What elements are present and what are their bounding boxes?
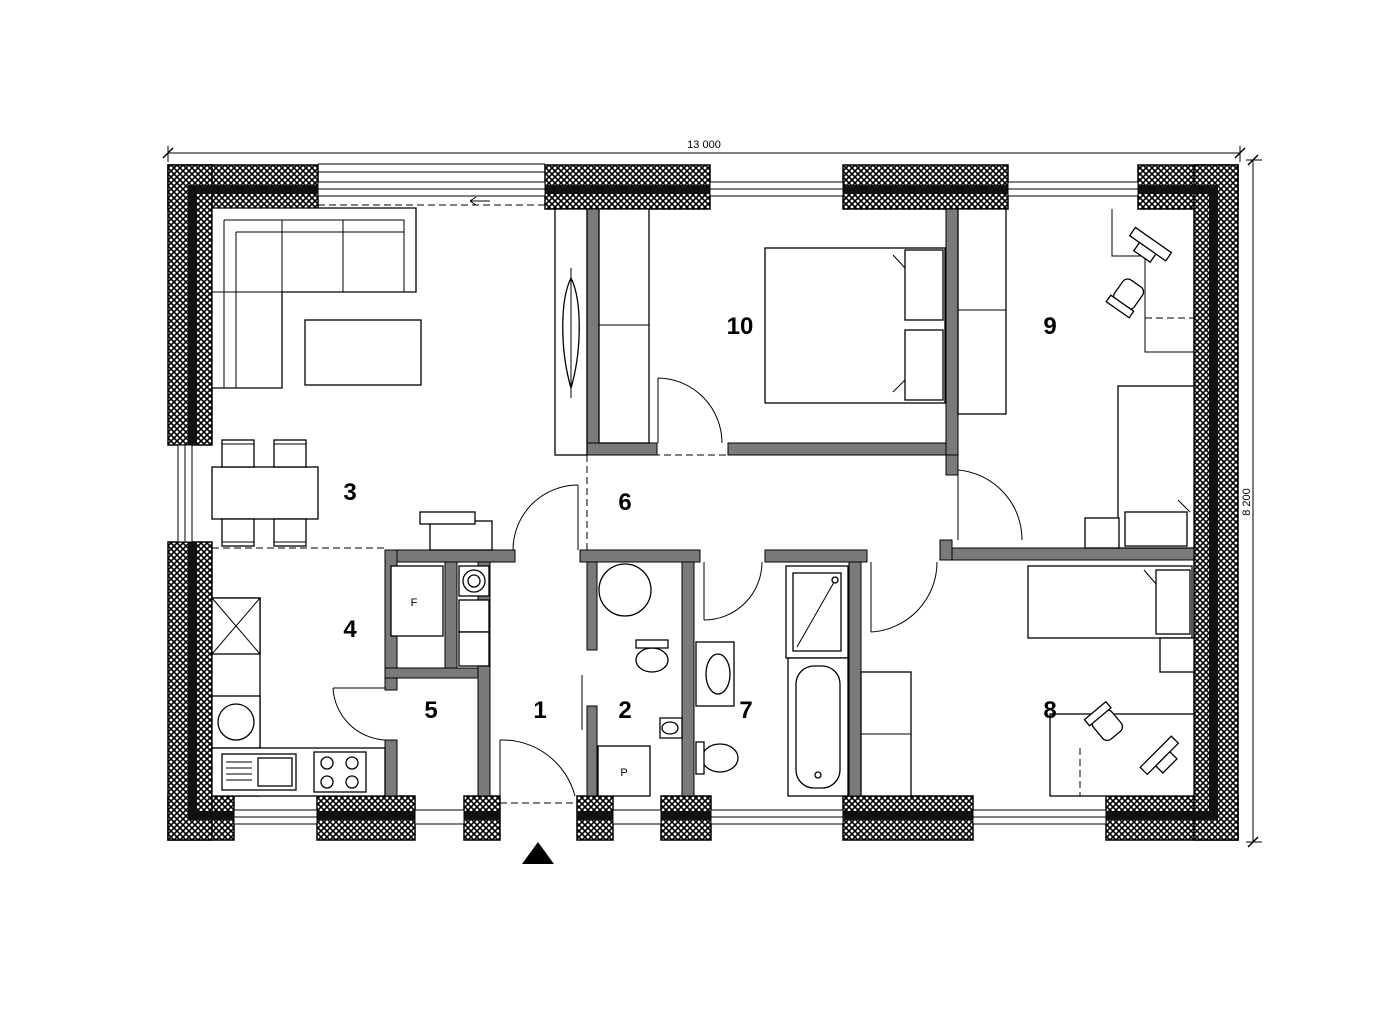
bathroom-fixtures xyxy=(695,565,849,797)
desk-9 xyxy=(1105,209,1194,353)
dresser-8 xyxy=(860,671,912,797)
room-5-label: 5 xyxy=(424,697,437,724)
wardrobe-9 xyxy=(957,208,1007,415)
room-8-label: 8 xyxy=(1043,697,1056,724)
sofa xyxy=(211,207,417,389)
room-2-label: 2 xyxy=(618,697,631,724)
double-bed xyxy=(764,247,946,404)
room-6-label: 6 xyxy=(618,489,631,516)
coffee-table xyxy=(304,319,422,386)
cooktop xyxy=(313,751,367,793)
tv-unit xyxy=(419,511,493,551)
room-4-label: 4 xyxy=(343,616,357,643)
dimension-width: 13 000 xyxy=(162,139,1246,162)
fridge-label: F xyxy=(411,597,418,609)
bed-9 xyxy=(1084,385,1195,549)
fridge: F xyxy=(390,565,444,637)
kitchen-counter xyxy=(211,597,386,797)
sliding-door-arrow-icon xyxy=(469,196,490,206)
bed-8 xyxy=(1027,565,1195,673)
boiler xyxy=(458,565,490,667)
doors xyxy=(332,377,1023,797)
room-7-label: 7 xyxy=(739,697,752,724)
room-9-label: 9 xyxy=(1043,313,1056,340)
room-1-label: 1 xyxy=(533,697,546,724)
windows xyxy=(177,181,1139,825)
bathtub xyxy=(787,657,849,797)
wardrobe-10 xyxy=(554,208,650,456)
boiler-label: P xyxy=(620,767,627,779)
entrance-arrow-icon xyxy=(522,842,554,864)
sink xyxy=(226,757,293,787)
room-labels: 1 2 3 4 5 6 7 8 9 10 xyxy=(343,313,1056,724)
desk-8 xyxy=(1049,700,1195,797)
room-10-label: 10 xyxy=(727,313,754,340)
dining-table xyxy=(211,439,319,547)
dimension-depth-label: 8 200 xyxy=(1241,488,1253,516)
shower xyxy=(785,565,849,659)
sliding-door xyxy=(318,163,545,206)
wc-fixtures: P xyxy=(597,563,683,797)
exterior-walls xyxy=(167,164,1239,841)
dimension-depth: 8 200 xyxy=(1241,154,1262,848)
dimension-width-label: 13 000 xyxy=(687,139,721,151)
room-3-label: 3 xyxy=(343,479,356,506)
